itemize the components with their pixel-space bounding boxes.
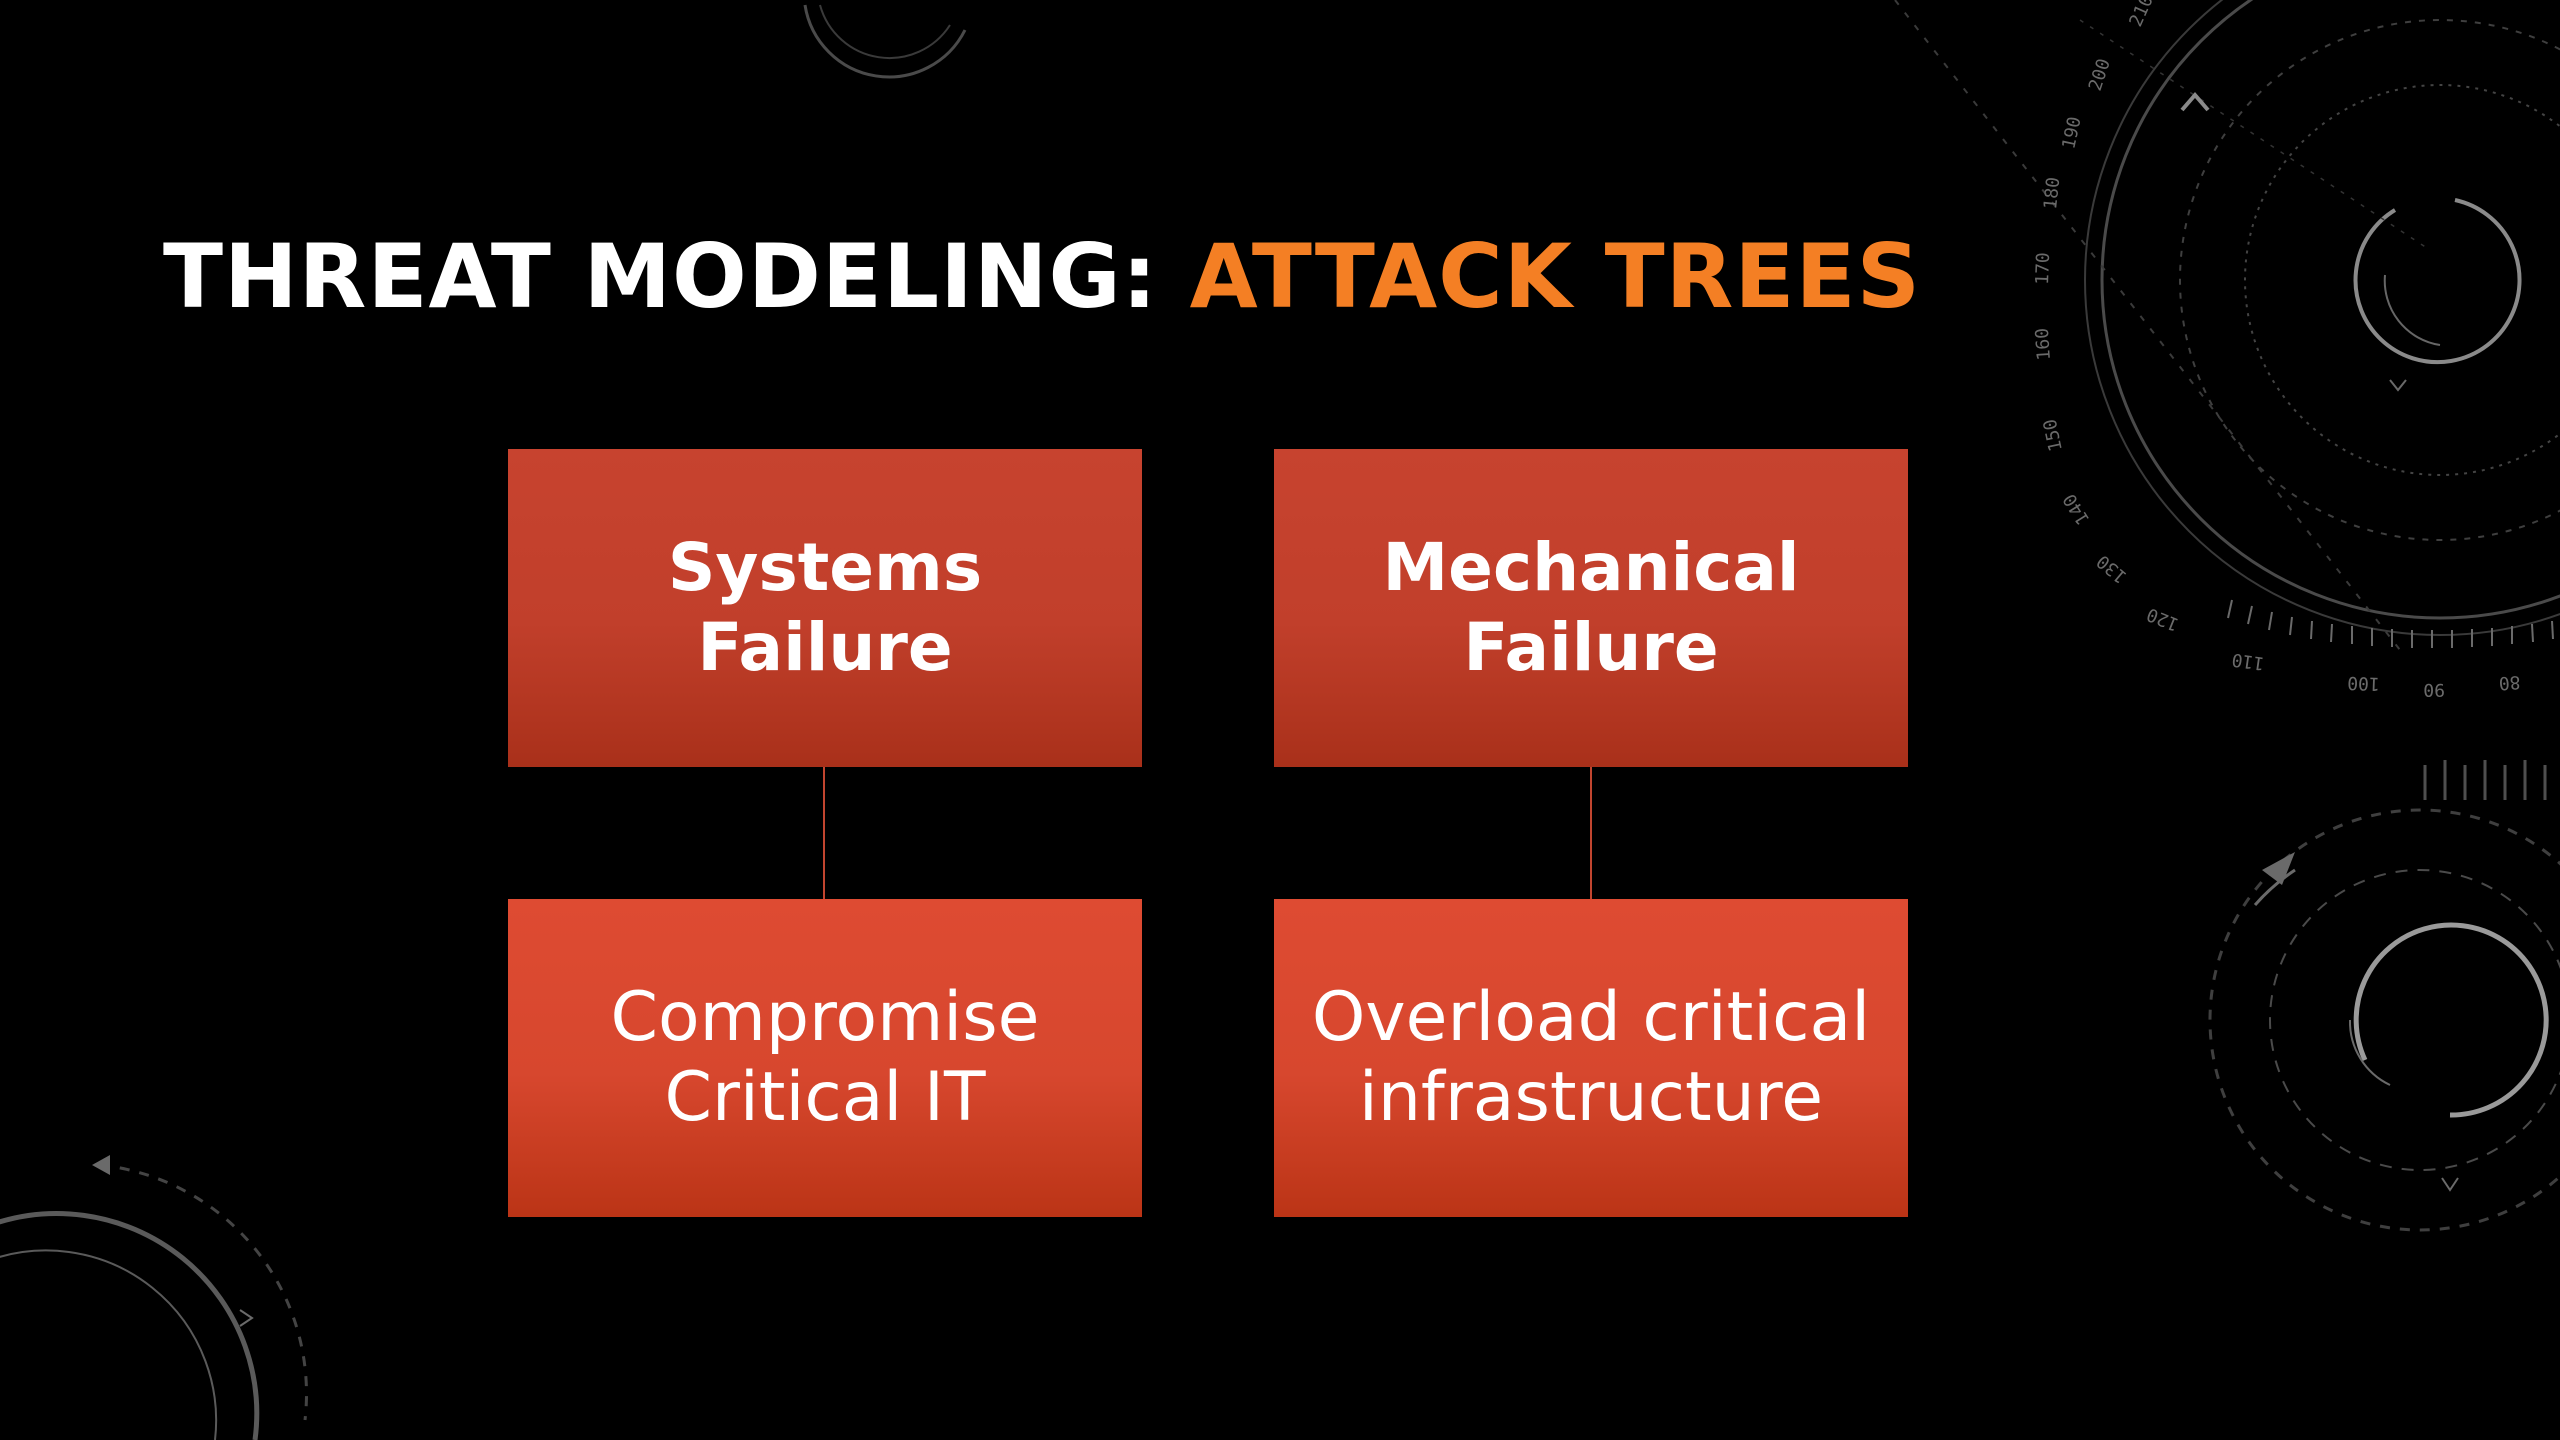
dial-label: 110 — [2231, 649, 2266, 674]
parent-node-systems-failure: Systems Failure — [508, 449, 1142, 767]
dial-ring-outer — [2084, 0, 2560, 636]
tree-connector-line — [1590, 767, 1592, 899]
dial-label: 150 — [2040, 417, 2067, 453]
dial-label: 120 — [2144, 603, 2182, 635]
child-node-compromise-critical-it: Compromise Critical IT — [508, 899, 1142, 1217]
child-node-label: Compromise Critical IT — [610, 978, 1040, 1137]
top-arc-decoration — [803, 4, 967, 79]
lower-right-arrow-icon — [2262, 852, 2295, 885]
bottom-left-arc — [0, 1211, 260, 1440]
title-accent: ATTACK TREES — [1189, 225, 1921, 328]
child-node-label: Overload critical infrastructure — [1311, 978, 1871, 1137]
parent-node-mechanical-failure: Mechanical Failure — [1274, 449, 1908, 767]
dial-ring — [2100, 0, 2560, 620]
dial-inner-arc — [2353, 198, 2522, 365]
dial-label: 140 — [2059, 490, 2094, 529]
dial-label: 180 — [2040, 176, 2064, 211]
slide-title: THREAT MODELING: ATTACK TREES — [163, 222, 1921, 332]
lower-right-arc — [2353, 922, 2549, 1118]
dial-label: 210 — [2125, 0, 2157, 30]
child-node-overload-critical-infrastructure: Overload critical infrastructure — [1274, 899, 1908, 1217]
dial-label: 80 — [2498, 671, 2521, 693]
dial-label: 160 — [2032, 327, 2055, 361]
title-main: THREAT MODELING: — [163, 225, 1190, 328]
dial-label: 130 — [2093, 550, 2131, 587]
dial-label: 100 — [2347, 672, 2380, 694]
parent-node-label: Mechanical Failure — [1382, 529, 1800, 686]
dial-label: 90 — [2423, 679, 2445, 700]
bottom-left-arc-dashed — [99, 1163, 308, 1421]
tree-connector-line — [823, 767, 825, 899]
bottom-left-arrow-icon — [92, 1155, 110, 1175]
lower-right-ring-outer — [2208, 808, 2560, 1232]
dial-label: 190 — [2058, 115, 2085, 151]
dial-chevron-icon — [2180, 91, 2210, 112]
dial-label: 170 — [2032, 252, 2054, 285]
dial-label: 200 — [2085, 56, 2115, 93]
parent-node-label: Systems Failure — [667, 529, 983, 686]
